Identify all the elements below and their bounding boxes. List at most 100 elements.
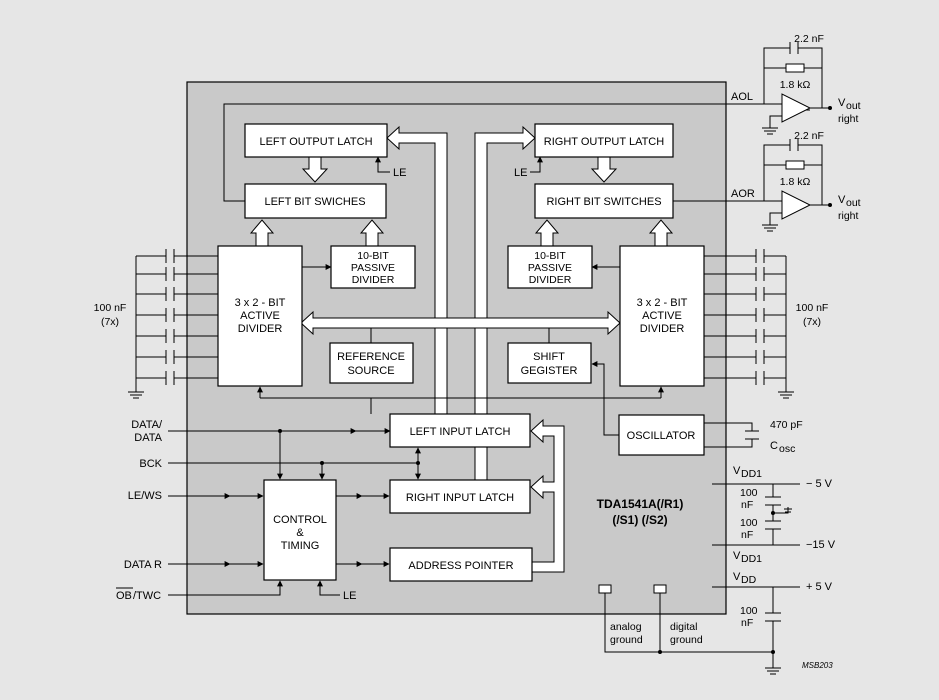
svg-text:DD1: DD1 xyxy=(741,553,762,565)
right-decoupling-capacitor xyxy=(704,350,786,364)
left-passive-divider-box xyxy=(330,245,416,289)
left-active-divider-line1: 3 x 2 - BIT xyxy=(235,297,286,309)
output-stage-right: 2.2 nF 1.8 kΩ V out right xyxy=(760,130,861,232)
supply-decoupling-caps: 100 nF 100 nF xyxy=(740,484,792,545)
left-active-divider-box xyxy=(217,245,303,387)
le-left-output-latch: LE xyxy=(375,156,406,179)
svg-text:nF: nF xyxy=(741,529,753,541)
output-stage-left: 2.2 nF 1.8 kΩ V out right xyxy=(760,33,861,135)
bus-right-divider-to-switches xyxy=(648,219,674,247)
figure-code: MSB203 xyxy=(802,661,833,670)
svg-text:analog: analog xyxy=(610,621,642,633)
svg-text:out: out xyxy=(846,100,861,112)
svg-text:LE: LE xyxy=(343,590,356,602)
control-line1: CONTROL xyxy=(273,514,327,526)
shift-register-line2: GEGISTER xyxy=(521,365,578,377)
svg-text:osc: osc xyxy=(779,443,795,455)
left-decoupling-capacitor xyxy=(136,287,218,301)
left-decoupling-capacitor xyxy=(136,249,218,263)
input-data-r: DATA R xyxy=(124,559,264,571)
svg-text:− 5 V: − 5 V xyxy=(806,478,833,490)
shift-register-line1: SHIFT xyxy=(533,351,565,363)
svg-text:V: V xyxy=(838,194,846,206)
svg-text:V: V xyxy=(733,465,741,477)
left-decoupling-capacitor xyxy=(136,350,218,364)
svg-text:DD: DD xyxy=(741,574,757,586)
input-bck: BCK xyxy=(139,447,421,480)
svg-text:BCK: BCK xyxy=(139,458,162,470)
input-le-ws: LE/WS xyxy=(128,490,264,502)
chip-name-line2: (/S1) (/S2) xyxy=(612,513,667,527)
le-right-output-latch: LE xyxy=(514,156,543,179)
svg-text:1.8 kΩ: 1.8 kΩ xyxy=(780,176,811,188)
right-active-divider-box xyxy=(619,245,705,387)
wire-osc-to-shift xyxy=(591,361,619,436)
right-active-divider-line2: ACTIVE xyxy=(642,310,682,322)
svg-text:nF: nF xyxy=(741,617,753,629)
left-passive-divider-line2: PASSIVE xyxy=(351,262,395,274)
svg-text:right: right xyxy=(838,210,859,222)
supply-vdd1-minus5: V DD1 − 5 V xyxy=(712,465,833,490)
bus-left-latch-to-switches xyxy=(301,156,329,183)
reference-source-box xyxy=(329,342,414,384)
svg-text:LE/WS: LE/WS xyxy=(128,490,162,502)
svg-text:digital: digital xyxy=(670,621,697,633)
left-active-divider-line2: ACTIVE xyxy=(240,310,280,322)
left-cap-value: 100 nF xyxy=(94,302,127,314)
right-active-divider-line1: 3 x 2 - BIT xyxy=(637,297,688,309)
bus-to-left-output-latch xyxy=(386,125,448,415)
left-decoupling-capacitor xyxy=(136,329,218,343)
right-capacitor-ladder xyxy=(704,249,794,399)
right-decoupling-capacitor xyxy=(704,308,786,322)
svg-text:DATA R: DATA R xyxy=(124,559,162,571)
bus-left-divider-to-switches xyxy=(249,219,275,247)
bus-right-passive-to-switches xyxy=(534,219,560,247)
svg-text:V: V xyxy=(733,571,741,583)
svg-text:100: 100 xyxy=(740,517,758,529)
right-cap-count: (7x) xyxy=(803,316,821,328)
bus-right-latch-to-switches xyxy=(590,156,618,183)
svg-text:nF: nF xyxy=(741,499,753,511)
svg-text:DD1: DD1 xyxy=(741,468,762,480)
right-output-latch-label: RIGHT OUTPUT LATCH xyxy=(544,136,664,148)
shift-register-box xyxy=(507,342,592,384)
right-bit-switches-box xyxy=(534,183,674,219)
control-line3: TIMING xyxy=(281,540,320,552)
right-decoupling-capacitor xyxy=(704,371,786,385)
svg-text:470 pF: 470 pF xyxy=(770,419,803,431)
aor-label: AOR xyxy=(731,188,755,200)
left-passive-divider-line3: DIVIDER xyxy=(352,274,395,286)
oscillator-label: OSCILLATOR xyxy=(627,430,696,442)
left-input-latch-label: LEFT INPUT LATCH xyxy=(410,426,511,438)
left-active-divider-line3: DIVIDER xyxy=(238,323,283,335)
input-data: DATA/ DATA xyxy=(131,419,391,480)
svg-text:/TWC: /TWC xyxy=(133,590,161,602)
input-ob-twc: OB /TWC xyxy=(116,580,283,602)
bus-left-passive-to-switches xyxy=(359,219,385,247)
left-capacitor-ladder xyxy=(128,249,218,399)
right-passive-divider-line3: DIVIDER xyxy=(529,274,572,286)
oscillator-box xyxy=(618,414,705,456)
left-output-latch-box xyxy=(244,123,388,158)
svg-text:V: V xyxy=(733,550,741,562)
left-decoupling-capacitor xyxy=(136,267,218,281)
right-decoupling-capacitor xyxy=(704,267,786,281)
reference-source-line1: REFERENCE xyxy=(337,351,405,363)
svg-text:−15 V: −15 V xyxy=(806,539,836,551)
left-output-latch-label: LEFT OUTPUT LATCH xyxy=(259,136,372,148)
left-cap-count: (7x) xyxy=(101,316,119,328)
svg-text:right: right xyxy=(838,113,859,125)
svg-text:LE: LE xyxy=(514,167,527,179)
supply-vdd1-minus15: −15 V V DD1 xyxy=(712,539,836,565)
bus-between-dividers xyxy=(300,310,621,336)
control-line2: & xyxy=(296,527,304,539)
svg-text:C: C xyxy=(770,440,778,452)
svg-text:ground: ground xyxy=(670,634,703,646)
svg-text:ground: ground xyxy=(610,634,643,646)
right-bit-switches-label: RIGHT BIT SWITCHES xyxy=(546,196,661,208)
left-bit-switches-label: LEFT BIT SWICHES xyxy=(264,196,365,208)
right-decoupling-capacitor xyxy=(704,287,786,301)
bus-address-feedback xyxy=(530,418,565,573)
address-pointer-label: ADDRESS POINTER xyxy=(408,560,513,572)
